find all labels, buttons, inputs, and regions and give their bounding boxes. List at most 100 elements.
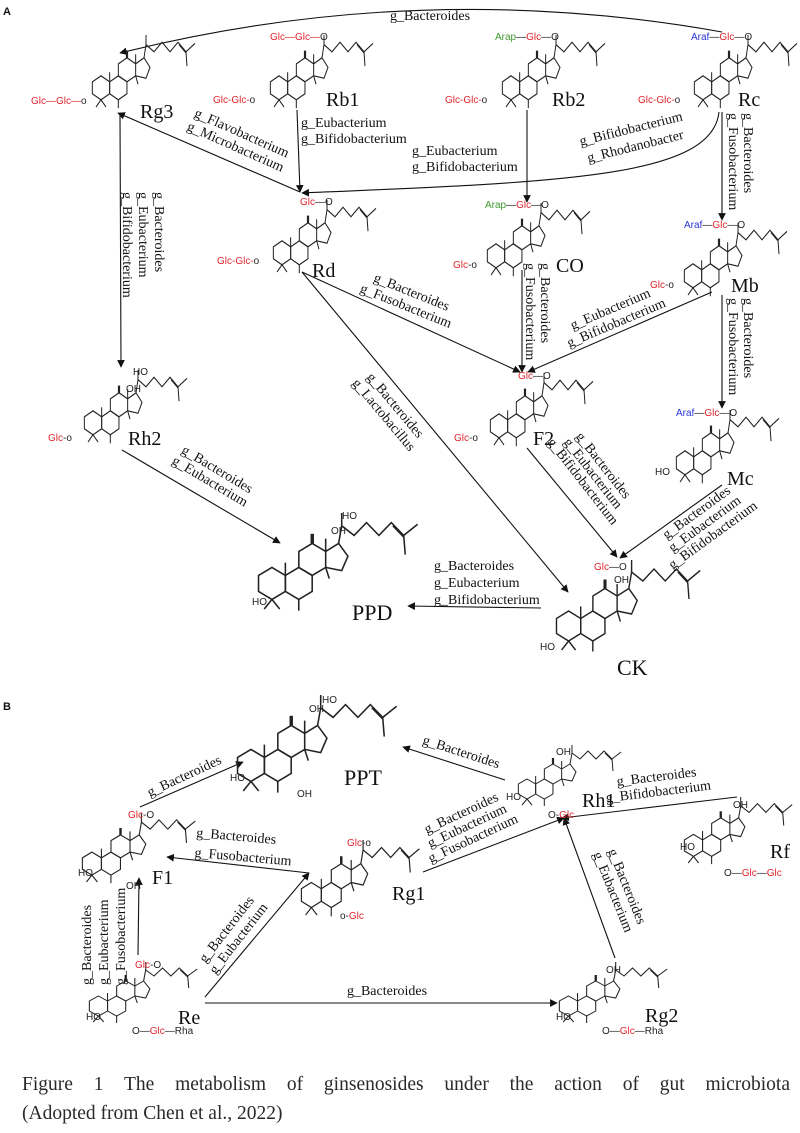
substituent-token: Glc <box>559 810 574 821</box>
substituent-token: Glc <box>349 911 364 922</box>
bacteria-label: g_Bacteroides <box>196 826 277 848</box>
edge-rh1-to-ppt: g_Bacteroides <box>402 733 506 781</box>
substituent-label: OH <box>126 384 141 395</box>
substituent-token: OH <box>614 575 629 586</box>
substituent-label: HO <box>506 792 521 803</box>
bacteria-label: g_Fusobacterium <box>725 298 740 395</box>
structure-skeleton-icon <box>91 33 197 110</box>
substituent-token: Glc <box>135 960 150 971</box>
compound-name: F2 <box>533 428 554 450</box>
substituent-token: — <box>516 32 526 43</box>
substituent-label: Glc-Glc-o <box>638 95 681 106</box>
substituent-label: HO <box>655 467 670 478</box>
compound-name: Rb2 <box>552 89 585 111</box>
substituent-token: — <box>757 868 767 879</box>
compound-name: Rf <box>770 841 790 863</box>
conversion-arrow <box>204 872 310 998</box>
compound-name: CK <box>617 655 648 680</box>
substituent-label: OH <box>331 526 346 537</box>
substituent-label: OH <box>556 747 571 758</box>
conversion-arrow <box>562 817 616 959</box>
substituent-label: OH <box>126 881 141 892</box>
substituent-token: — <box>506 200 516 211</box>
conversion-arrow <box>422 816 565 873</box>
substituent-token: Glc <box>128 810 143 821</box>
substituent-token: Araf <box>676 408 695 419</box>
compound-name: F1 <box>152 867 173 889</box>
substituent-token: HO <box>556 1012 571 1023</box>
compound-name: PPT <box>344 765 382 790</box>
substituent-token: O <box>320 32 328 43</box>
substituent-token: Glc <box>300 197 315 208</box>
compound-name: Rc <box>738 89 760 111</box>
conversion-arrow <box>139 761 244 808</box>
compound-name: Rd <box>312 260 335 282</box>
substituent-token: o <box>250 95 256 106</box>
substituent-token: —O <box>719 408 737 419</box>
substituent-label: Arap—Glc—O <box>485 200 549 211</box>
substituent-label: Glc—O <box>518 371 551 382</box>
substituent-token: Glc <box>518 371 533 382</box>
edge-rg1-to-rh1: g_Bacteroidesg_Eubacteriumg_Fusobacteriu… <box>422 790 565 873</box>
compound-f2: F2 Glc—O Glc-o <box>454 371 595 450</box>
bacteria-label-group: g_Bacteroides <box>347 984 427 999</box>
edge-ck-to-ppd: g_Bacteroidesg_Eubacteriumg_Bifidobacter… <box>407 559 542 610</box>
edge-f1-to-ppt: g_Bacteroides <box>139 753 244 808</box>
compound-name: Rg2 <box>645 1005 678 1027</box>
substituent-token: o <box>254 256 260 267</box>
substituent-token: —Rha <box>635 1026 664 1037</box>
substituent-token: -O <box>150 960 161 971</box>
substituent-label: Glc-o <box>347 838 371 849</box>
substituent-token: —O <box>734 32 752 43</box>
substituent-token: — <box>702 220 712 231</box>
substituent-token: Araf <box>691 32 710 43</box>
substituent-token: OH <box>297 789 312 800</box>
conversion-arrow <box>561 796 738 821</box>
bacteria-label: g_Eubacterium <box>301 116 387 131</box>
conversion-arrow <box>166 853 310 874</box>
substituent-token: OH <box>126 881 141 892</box>
substituent-token: Glc—Glc— <box>31 96 81 107</box>
bacteria-label: g_Fusobacterium <box>725 113 740 210</box>
substituent-label: O—Glc—Rha <box>132 1026 194 1037</box>
substituent-token: o <box>675 95 681 106</box>
substituent-token: Glc <box>454 433 469 444</box>
bacteria-label: g_Bifidobacterium <box>412 160 518 175</box>
substituent-token: Glc <box>712 220 727 231</box>
substituent-token: Glc <box>767 868 782 879</box>
substituent-label: Glc-O <box>135 960 161 971</box>
substituent-token: Glc <box>516 200 531 211</box>
bacteria-label: g_Bacteroides <box>740 113 755 193</box>
substituent-label: Glc-o <box>48 433 72 444</box>
substituent-token: HO <box>230 773 245 784</box>
substituent-token: Glc <box>742 868 757 879</box>
bacteria-label: g_Eubacterium <box>135 192 150 278</box>
substituent-label: HO <box>252 597 267 608</box>
substituent-label: Araf—Glc—O <box>684 220 745 231</box>
substituent-token: Arap <box>495 32 517 43</box>
substituent-token: Arap <box>485 200 507 211</box>
substituent-token: — <box>709 32 719 43</box>
substituent-label: Araf—Glc—O <box>676 408 737 419</box>
substituent-label: Glc-o <box>650 280 674 291</box>
substituent-token: HO <box>655 467 670 478</box>
compound-name: Rh2 <box>128 428 161 450</box>
substituent-token: Glc <box>453 260 468 271</box>
substituent-token: O— <box>602 1026 620 1037</box>
substituent-token: -O <box>143 810 154 821</box>
compound-name: Rb1 <box>326 89 359 111</box>
substituent-label: Glc-o <box>454 433 478 444</box>
bacteria-label-group: g_Bacteroidesg_Eubacteriumg_Bifidobacter… <box>434 559 540 608</box>
